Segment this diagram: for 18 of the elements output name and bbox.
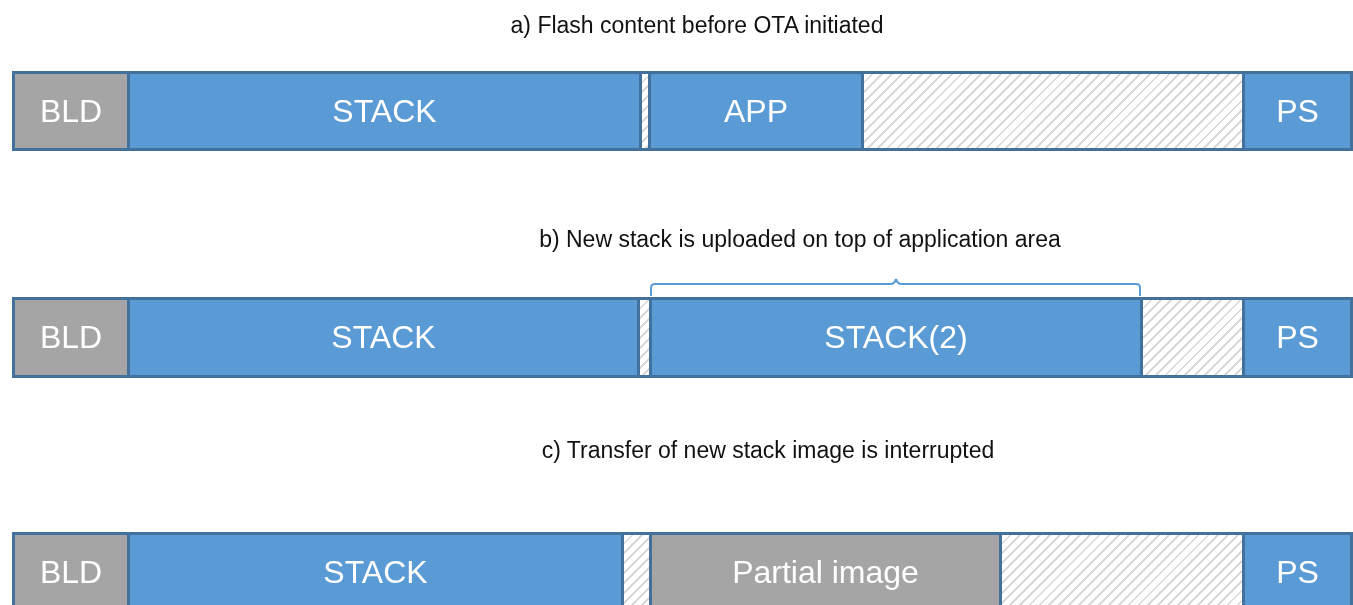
hatched-segment [1140,297,1245,378]
section-heading: a) Flash content before OTA initiated [510,12,884,39]
memory-segment: STACK [127,71,642,151]
memory-segment: PS [1242,532,1353,605]
memory-segment: BLD [12,297,130,378]
memory-segment: PS [1242,297,1353,378]
memory-segment: STACK [127,297,640,378]
memory-segment: APP [648,71,864,151]
memory-segment: STACK(2) [649,297,1143,378]
hatched-segment [999,532,1245,605]
memory-segment: STACK [127,532,624,605]
section-heading: b) New stack is uploaded on top of application area [539,226,1061,253]
section-heading: c) Transfer of new stack image is interrupted [541,437,995,464]
memory-segment: PS [1242,71,1353,151]
memory-segment: BLD [12,532,130,605]
hatched-segment [861,71,1245,151]
memory-segment: BLD [12,71,130,151]
memory-segment: Partial image [649,532,1002,605]
